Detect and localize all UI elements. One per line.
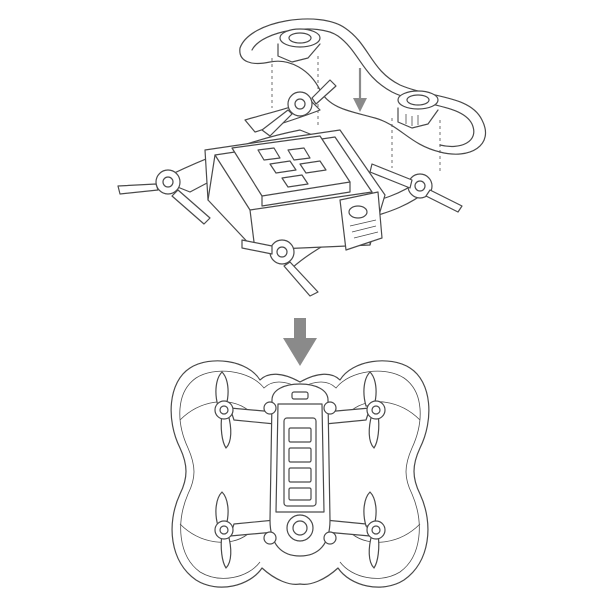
- battery-pack: [283, 417, 317, 507]
- propeller-guard-frame: [239, 18, 487, 172]
- rotor-rear-right: [369, 163, 463, 213]
- camera-module: [286, 514, 314, 542]
- rotor-rear-left: [214, 491, 234, 569]
- rotor-front-left: [214, 371, 234, 449]
- propeller-guard-frame: [170, 360, 430, 588]
- rotor-front-right: [241, 239, 319, 297]
- rotor-rear-right: [363, 491, 386, 569]
- step-2-installed-top-view: [170, 360, 430, 588]
- guard-clip: [323, 531, 337, 545]
- step-1-exploded-view: [117, 18, 487, 297]
- guard-clip: [263, 531, 277, 545]
- down-arrow-icon: [283, 318, 317, 366]
- status-light: [291, 391, 309, 400]
- rotor-front-right: [363, 371, 386, 449]
- guard-clip: [263, 401, 277, 415]
- rotor-front-left: [117, 169, 211, 225]
- battery-pack: [231, 135, 351, 207]
- down-arrow-icon: [353, 68, 367, 112]
- drone-body-top: [269, 383, 331, 557]
- guard-clip-left: [277, 28, 321, 63]
- rotor-rear-left: [261, 79, 337, 137]
- drone-body-isometric: [159, 99, 429, 269]
- camera-module: [339, 191, 383, 251]
- guard-clip-right: [397, 90, 439, 129]
- guard-clip: [323, 401, 337, 415]
